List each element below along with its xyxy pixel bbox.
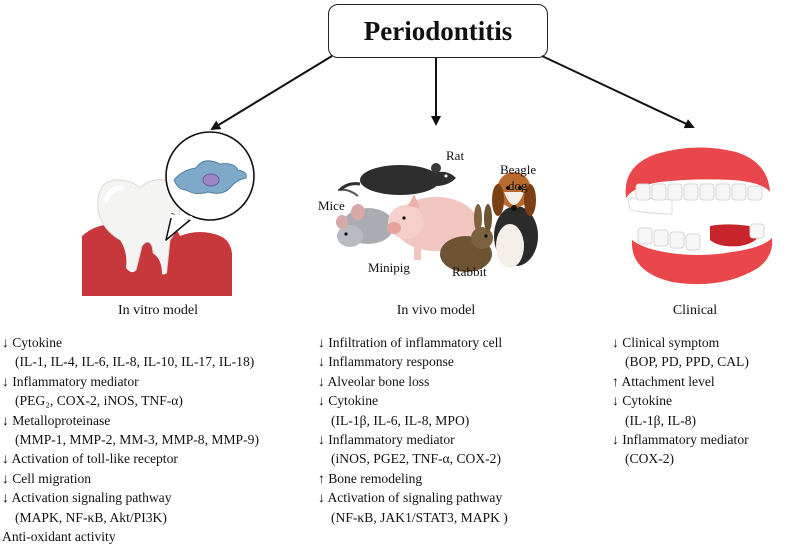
nucleus-icon <box>202 173 220 187</box>
label-beagle: Beagle <box>500 162 536 177</box>
rat-icon <box>337 163 456 197</box>
clinical-effect-item: ↓ Inflammatory mediator <box>612 432 749 448</box>
vivo-effect-item: (iNOS, PGE2, TNF-α, COX-2) <box>331 451 502 467</box>
vitro-effect-item: (MAPK, NF-κB, Akt/PI3K) <box>15 509 167 525</box>
title-box: Periodontitis <box>328 4 548 58</box>
vivo-effect-item: ↓ Cytokine <box>318 393 379 409</box>
caption-in-vitro: In vitro model <box>117 303 199 318</box>
arrow-to-in-vitro <box>210 55 333 131</box>
vitro-effect-item: ↓ Metalloproteinase <box>2 412 111 428</box>
label-mice: Mice <box>318 198 345 213</box>
beagle-dog-icon <box>492 172 538 268</box>
vivo-effect-item: ↑ Bone remodeling <box>318 470 423 486</box>
mouse-icon <box>336 204 394 247</box>
clinical-effect-item: ↓ Cytokine <box>612 393 673 409</box>
clinical-effect-item: ↓ Clinical symptom <box>612 335 720 350</box>
vivo-effect-item: ↓ Activation of signaling pathway <box>318 490 503 506</box>
arrows-layer <box>210 55 695 131</box>
label-minipig: Minipig <box>368 260 410 275</box>
label-rabbit: Rabbit <box>452 264 487 278</box>
diagram-title: Periodontitis <box>363 15 513 46</box>
clinical-effect-item: (IL-1β, IL-8) <box>625 412 697 428</box>
vivo-effect-item: ↓ Alveolar bone loss <box>318 373 430 389</box>
in-vivo-effects-list: ↓ Infiltration of inflammatory cell ↓ Inf… <box>318 333 608 527</box>
clinical-effects-list: ↓ Clinical symptom (BOP, PD, PPD, CAL) ↑ A… <box>612 333 784 469</box>
vivo-effect-item: (IL-1β, IL-6, IL-8, MPO) <box>331 412 470 428</box>
tooth-with-cell-icon <box>82 131 255 296</box>
clinical-effect-item: ↑ Attachment level <box>612 373 715 389</box>
clinical-effect-item: (BOP, PD, PPD, CAL) <box>625 354 749 370</box>
vivo-effect-item: ↓ Inflammatory mediator <box>318 432 455 448</box>
dentures-icon <box>625 147 773 285</box>
vivo-effect-item: ↓ Inflammatory response <box>318 354 454 370</box>
in-vitro-effects-list: ↓ Cytokine (IL-1, IL-4, IL-6, IL-8, IL-10… <box>2 333 312 546</box>
vitro-effect-item: (IL-1, IL-4, IL-6, IL-8, IL-10, IL-17, I… <box>15 354 255 370</box>
vitro-effect-item: ↓ Activation of toll-like receptor <box>2 451 178 467</box>
arrow-to-clinical <box>541 55 695 129</box>
label-rat: Rat <box>446 148 464 163</box>
vitro-effect-item: ↓ Cytokine <box>2 335 63 350</box>
vitro-effect-item: (MMP-1, MMP-2, MM-3, MMP-8, MMP-9) <box>15 432 259 448</box>
vitro-effect-item: (PEG₂, COX-2, iNOS, TNF-α) <box>15 393 183 409</box>
lab-animals-illustration: Rat Beagle dog Mice Minipig Rabbit <box>318 148 538 278</box>
vitro-effect-item: ↓ Activation signaling pathway <box>2 490 172 506</box>
rabbit-icon <box>440 204 493 272</box>
vitro-effect-item: ↓ Inflammatory mediator <box>2 373 139 389</box>
vivo-effect-item: ↓ Infiltration of inflammatory cell <box>318 335 503 350</box>
clinical-effect-item: (COX-2) <box>625 451 675 467</box>
label-dog: dog <box>508 178 528 193</box>
vitro-effect-item: ↓ Cell migration <box>2 470 92 486</box>
vivo-effect-item: (NF-κB, JAK1/STAT3, MAPK ) <box>331 509 508 525</box>
caption-in-vivo: In vivo model <box>396 303 476 318</box>
caption-clinical: Clinical <box>672 303 718 318</box>
